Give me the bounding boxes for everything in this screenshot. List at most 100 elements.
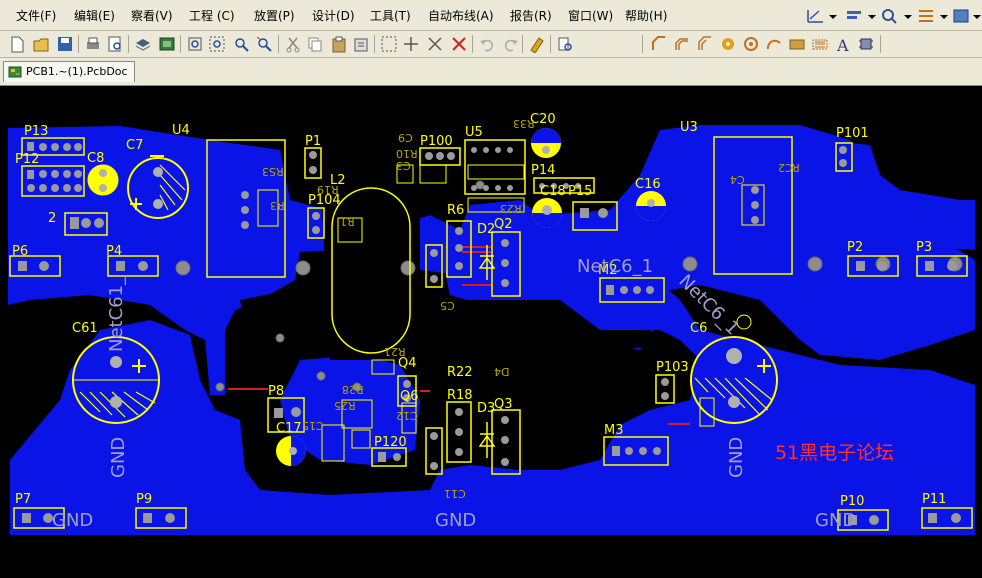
- label-j2: 2: [48, 211, 56, 226]
- label-p100: P100: [420, 134, 453, 149]
- label-c18: C18: [540, 184, 566, 199]
- save-icon[interactable]: [56, 35, 74, 53]
- print-preview-icon[interactable]: [106, 35, 124, 53]
- document-tab-bar: PCB1.~(1).PcbDoc: [0, 58, 982, 86]
- label-q6: Q6: [400, 389, 419, 404]
- zoom-filtered-icon[interactable]: [255, 35, 273, 53]
- diff-pair-route-icon[interactable]: [673, 35, 691, 53]
- tab-pcb-document[interactable]: PCB1.~(1).PcbDoc: [3, 61, 135, 82]
- label-p103: P103: [656, 360, 689, 375]
- label-c61: C61: [72, 321, 98, 336]
- label-r3: R3: [270, 199, 285, 212]
- zoom-fit-icon[interactable]: [186, 35, 204, 53]
- silk-labels: P13 P12 C8 C7 U4 P1 P100 U5 C20 U3 P101 …: [12, 112, 946, 509]
- label-r33: R33: [513, 117, 535, 130]
- print-icon[interactable]: [84, 35, 102, 53]
- menu-tools[interactable]: 工具(T): [370, 9, 411, 23]
- label-c5: C5: [440, 299, 455, 312]
- menu-file[interactable]: 文件(F): [16, 9, 57, 23]
- pcb-canvas[interactable]: P13 P12 C8 C7 U4 P1 P100 U5 C20 U3 P101 …: [0, 86, 982, 578]
- menu-view[interactable]: 察看(V): [131, 9, 173, 23]
- open-folder-icon[interactable]: [32, 35, 50, 53]
- menu-reports[interactable]: 报告(R): [510, 9, 552, 23]
- dimension-tool-dropdown[interactable]: [805, 6, 839, 26]
- multi-route-icon[interactable]: [696, 35, 714, 53]
- label-p3: P3: [916, 240, 932, 255]
- room-tool-dropdown[interactable]: [952, 6, 982, 26]
- label-c17: C17: [276, 421, 302, 436]
- label-p14: P14: [531, 163, 555, 178]
- place-polygon-icon[interactable]: [811, 35, 829, 53]
- zoom-area-icon[interactable]: [208, 35, 226, 53]
- label-c11: C11: [444, 487, 466, 500]
- paste-icon[interactable]: [330, 35, 348, 53]
- interactive-route-icon[interactable]: [650, 35, 668, 53]
- layers-icon[interactable]: [134, 35, 152, 53]
- label-c8: C8: [87, 151, 104, 166]
- select-area-icon[interactable]: [380, 35, 398, 53]
- smd-parts: [257, 164, 765, 462]
- paste-array-icon[interactable]: [352, 35, 370, 53]
- u4-outline: [206, 139, 286, 278]
- place-fill-icon[interactable]: [788, 35, 806, 53]
- label-p12: P12: [15, 152, 39, 167]
- menu-place[interactable]: 放置(P): [254, 9, 295, 23]
- undo-icon[interactable]: [478, 35, 496, 53]
- capacitor-c18: [532, 198, 562, 228]
- cut-icon[interactable]: [284, 35, 302, 53]
- copy-icon[interactable]: [306, 35, 324, 53]
- new-file-icon[interactable]: [8, 35, 26, 53]
- label-r10: R10: [396, 147, 418, 160]
- capacitor-c7: [127, 155, 189, 219]
- label-p8: P8: [268, 384, 284, 399]
- net-label-gnd-bottom-right: GND: [815, 510, 856, 531]
- label-p4: P4: [106, 244, 122, 259]
- label-c6: C6: [690, 321, 707, 336]
- net-label-gnd-left: GND: [108, 437, 129, 478]
- label-q4: Q4: [398, 356, 417, 371]
- menu-window[interactable]: 窗口(W): [568, 9, 614, 23]
- component-browse-icon[interactable]: [556, 35, 574, 53]
- trace-red-3: [420, 246, 492, 392]
- board-view-icon[interactable]: [158, 35, 176, 53]
- menu-autoroute[interactable]: 自动布线(A): [428, 9, 494, 23]
- label-m2: M2: [598, 263, 618, 278]
- label-r21: R21: [384, 345, 406, 358]
- header-pads: [18, 142, 961, 525]
- move-selection-icon[interactable]: [426, 35, 444, 53]
- label-p101: P101: [836, 126, 869, 141]
- place-string-icon[interactable]: A: [834, 35, 852, 53]
- label-d2: D2: [477, 222, 495, 237]
- label-p10: P10: [840, 494, 864, 509]
- redo-icon[interactable]: [502, 35, 520, 53]
- label-p13: P13: [24, 124, 48, 139]
- grid-tool-dropdown[interactable]: [916, 6, 950, 26]
- label-p9: P9: [136, 492, 152, 507]
- label-c12: C12: [396, 409, 418, 422]
- pcb-file-icon: [8, 66, 22, 78]
- pcb-drawing[interactable]: P13 P12 C8 C7 U4 P1 P100 U5 C20 U3 P101 …: [0, 86, 982, 578]
- find-tool-dropdown[interactable]: [880, 6, 914, 26]
- menu-edit[interactable]: 编辑(E): [74, 9, 115, 23]
- place-via-icon[interactable]: [742, 35, 760, 53]
- menu-project[interactable]: 工程 (C): [189, 9, 235, 23]
- label-u4: U4: [172, 123, 190, 138]
- menu-help[interactable]: 帮助(H): [625, 9, 668, 23]
- place-component-icon[interactable]: [857, 35, 875, 53]
- move-icon[interactable]: [402, 35, 420, 53]
- net-label-gnd-right: GND: [726, 437, 747, 478]
- align-tool-dropdown[interactable]: [844, 6, 878, 26]
- net-label-netc6-1: NetC6_1: [577, 256, 653, 277]
- label-p11: P11: [922, 492, 946, 507]
- label-c15: C15: [302, 419, 324, 432]
- place-pad-icon[interactable]: [719, 35, 737, 53]
- label-p104: P104: [308, 193, 341, 208]
- place-arc-icon[interactable]: [765, 35, 783, 53]
- cross-probe-icon[interactable]: [528, 35, 546, 53]
- zoom-selected-icon[interactable]: [232, 35, 250, 53]
- deselect-icon[interactable]: [450, 35, 468, 53]
- label-r1: R1: [340, 215, 355, 228]
- menu-design[interactable]: 设计(D): [312, 9, 355, 23]
- label-q2: Q2: [494, 217, 513, 232]
- watermark-text: 51黑电子论坛: [775, 442, 894, 464]
